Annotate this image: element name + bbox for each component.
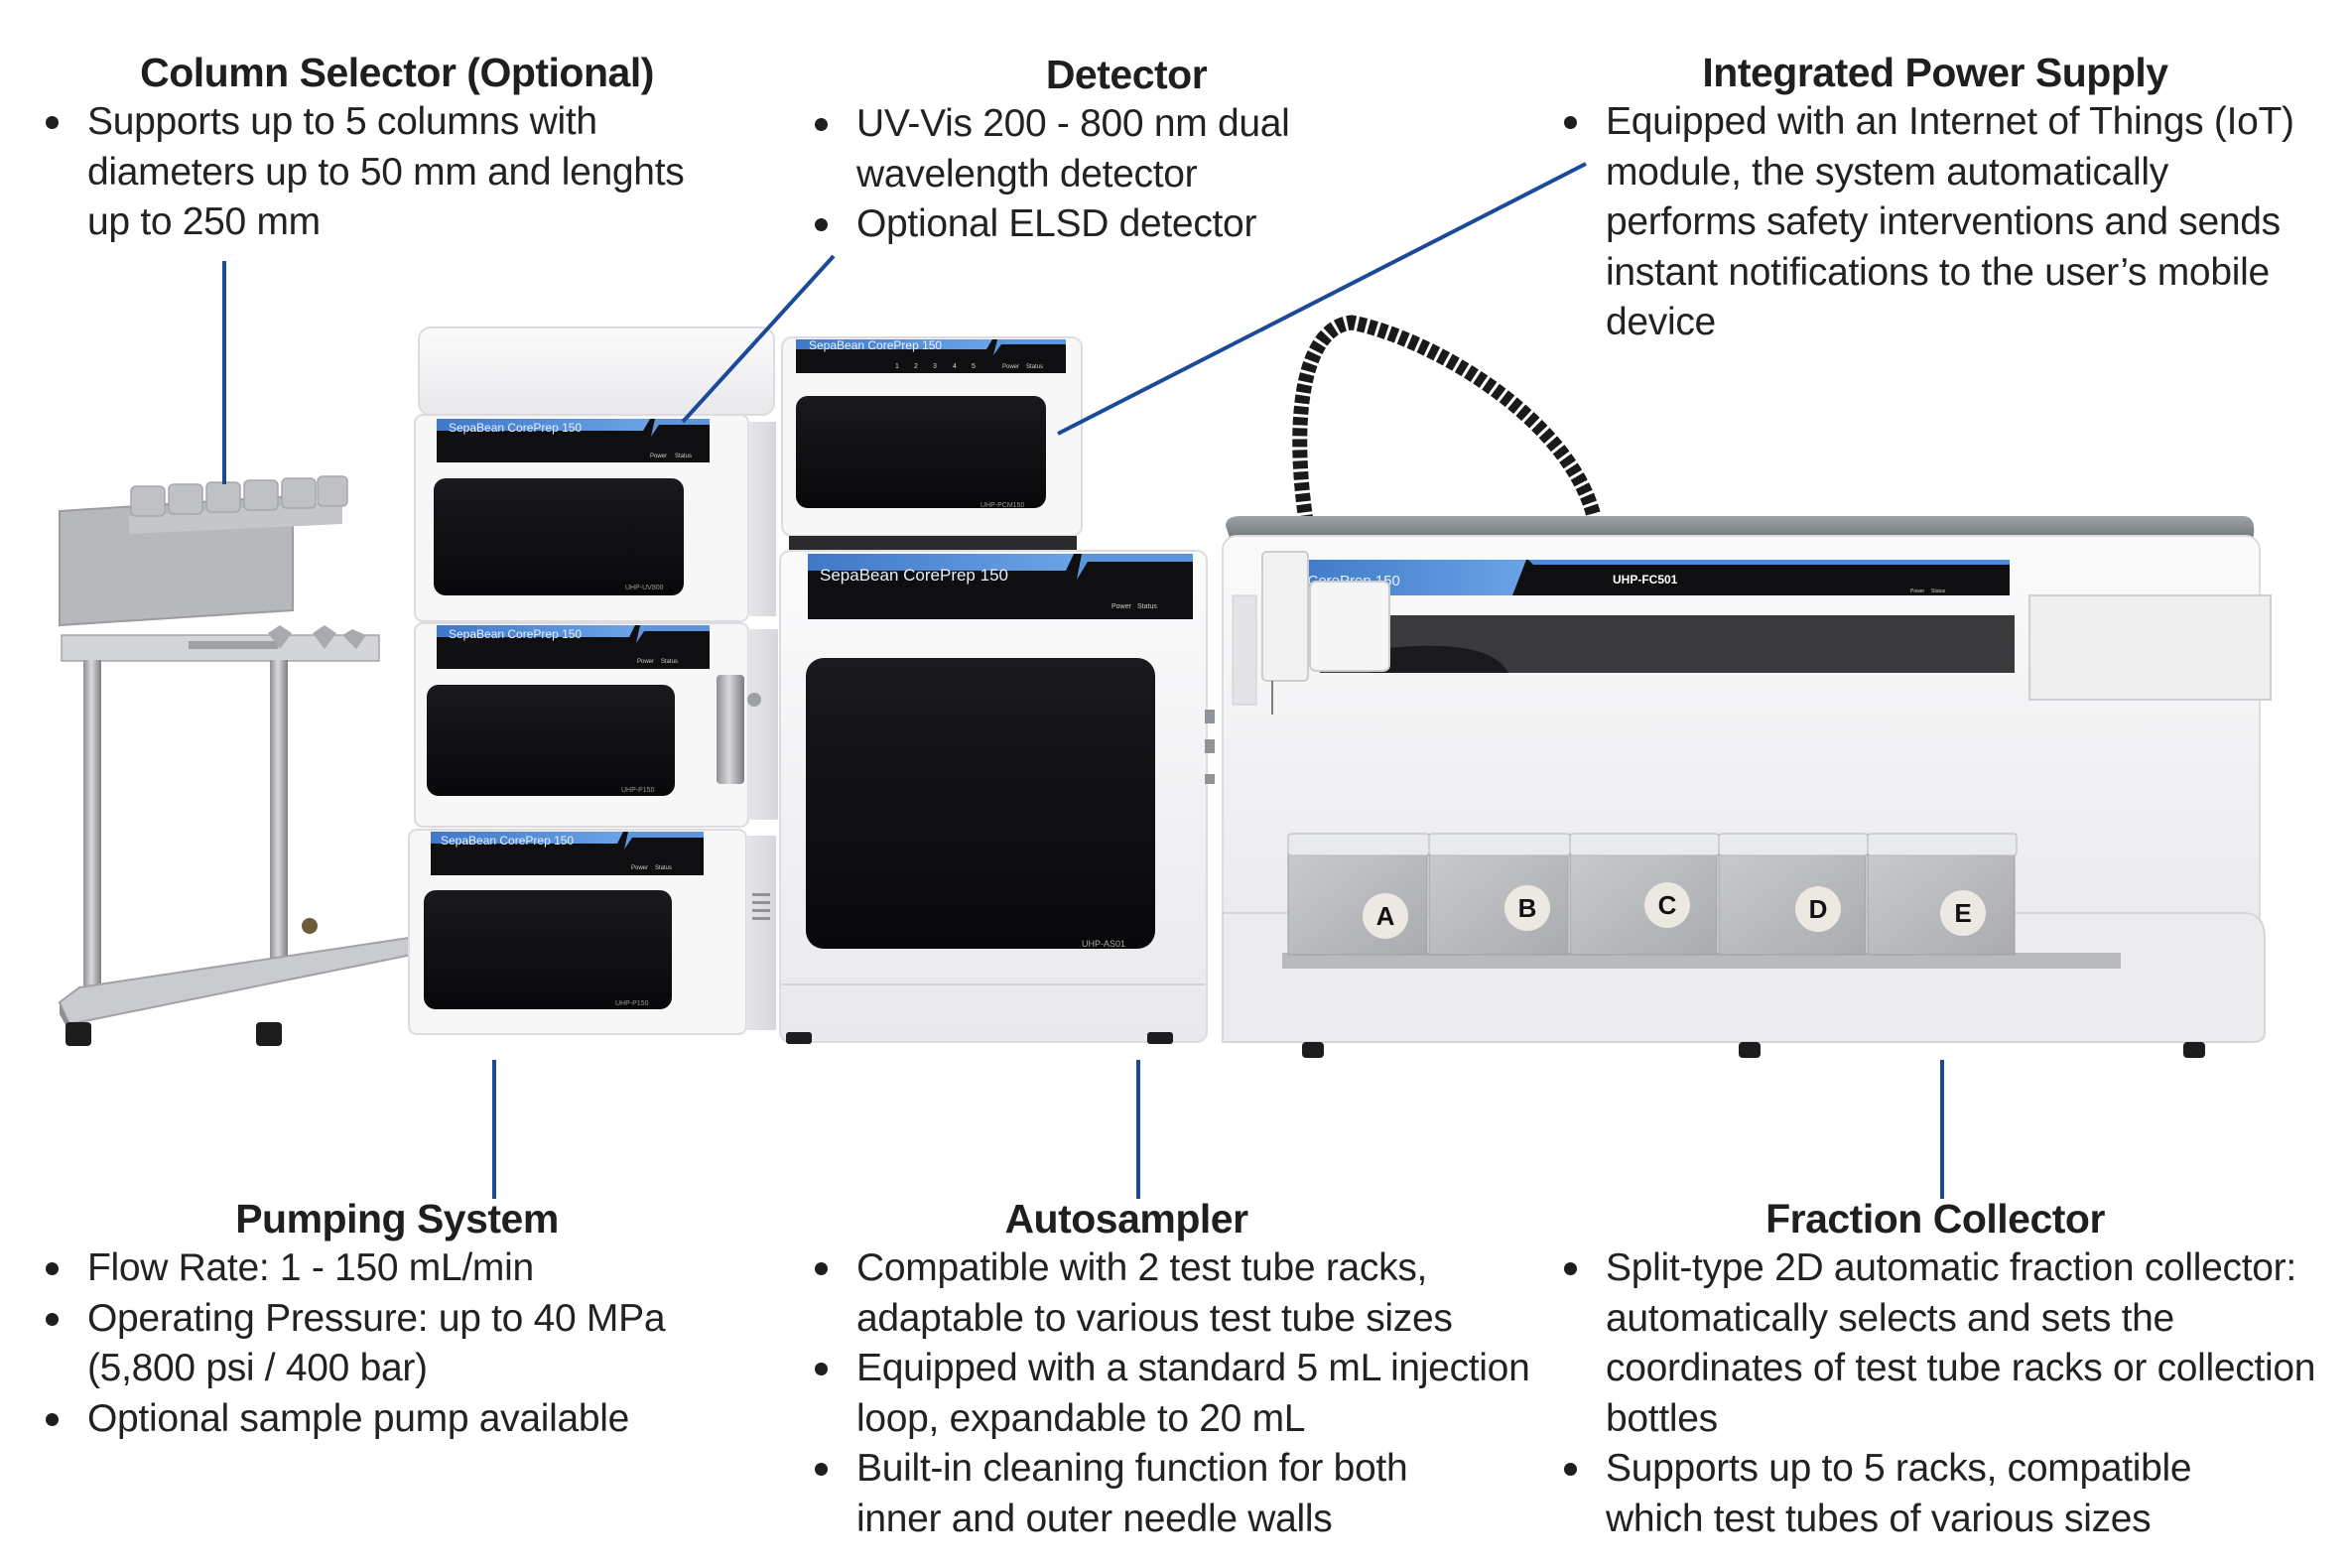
brand-label: SepaBean CorePrep 150 [449, 627, 582, 641]
callout-autosampler: Autosampler Compatible with 2 test tube … [809, 1194, 1530, 1544]
rack-a: A [1287, 833, 1430, 956]
detector-uv800-module: SepaBean CorePrep 150 Power Status UHP-U… [414, 327, 776, 622]
callout-bullets: Flow Rate: 1 - 150 mL/min Operating Pres… [40, 1243, 754, 1444]
pump-top-module: SepaBean CorePrep 150 Power Status UHP-P… [414, 622, 789, 828]
power-control-module: SepaBean CorePrep 150 1 2 3 4 5 Power St… [781, 336, 1083, 550]
bullet-item: Built-in cleaning function for both inne… [809, 1444, 1492, 1544]
svg-text:Power: Power [650, 454, 667, 459]
channel-label: 5 [972, 363, 976, 370]
column-selector-stand [58, 475, 414, 1046]
callout-bullets: Compatible with 2 test tube racks, adapt… [809, 1243, 1530, 1544]
callout-bullets: UV-Vis 200 - 800 nm dual wavelength dete… [809, 99, 1503, 250]
brand-label: SepaBean CorePrep 150 [820, 566, 1008, 585]
callout-detector: Detector UV-Vis 200 - 800 nm dual wavele… [809, 50, 1503, 250]
callout-pumping-system: Pumping System Flow Rate: 1 - 150 mL/min… [40, 1194, 754, 1444]
svg-text:Status: Status [675, 454, 692, 459]
channel-label: 4 [953, 363, 957, 370]
svg-text:Power: Power [631, 865, 648, 871]
rack-group: A B C D [1287, 833, 2018, 956]
callout-fraction-collector: Fraction Collector Split-type 2D automat… [1558, 1194, 2332, 1544]
rack-label: D [1809, 894, 1828, 924]
rack-d: D [1718, 833, 1869, 956]
svg-text:Power: Power [1910, 588, 1925, 594]
svg-text:Status: Status [661, 659, 678, 665]
callout-bullets: Equipped with an Internet of Things (IoT… [1558, 97, 2332, 348]
svg-text:Power: Power [1002, 364, 1019, 370]
rack-c: C [1569, 833, 1720, 956]
bullet-item: Equipped with an Internet of Things (IoT… [1558, 97, 2320, 348]
callout-title: Integrated Power Supply [1702, 50, 2168, 95]
rack-label: B [1518, 893, 1537, 923]
bullet-item: Operating Pressure: up to 40 MPa (5,800 … [40, 1294, 722, 1394]
autosampler-module: SepaBean CorePrep 150 Power Status UHP-A… [779, 550, 1215, 1044]
module-model-label: UHP-AS01 [1082, 939, 1125, 949]
bullet-item: Equipped with a standard 5 mL injection … [809, 1344, 1551, 1444]
callout-bullets: Supports up to 5 columns with diameters … [40, 97, 754, 248]
fraction-collector-module: n CorePrep 150 UHP-FC501 Power Status A [1222, 315, 2272, 1058]
svg-text:Power: Power [1111, 603, 1132, 610]
leader-line-power-supply [1057, 162, 1587, 436]
module-model-label: UHP-PCM150 [980, 502, 1024, 509]
callout-title: Autosampler [1004, 1196, 1248, 1241]
callout-title: Column Selector (Optional) [140, 50, 654, 95]
rack-label: A [1376, 901, 1395, 931]
svg-text:Status: Status [655, 865, 672, 871]
bullet-item: Compatible with 2 test tube racks, adapt… [809, 1243, 1551, 1344]
leader-lines [222, 162, 1944, 1199]
callout-bullets: Split-type 2D automatic fraction collect… [1558, 1243, 2332, 1544]
bullet-item: Supports up to 5 racks, compatible which… [1558, 1444, 2281, 1544]
channel-label: 1 [895, 363, 899, 370]
channel-label: 3 [933, 363, 937, 370]
bullet-item: Supports up to 5 columns with diameters … [40, 97, 722, 248]
callout-title: Fraction Collector [1765, 1196, 2105, 1241]
module-model-label: UHP-P150 [615, 1000, 649, 1007]
callout-title: Pumping System [235, 1196, 559, 1241]
module-model-label: UHP-FC501 [1613, 573, 1678, 587]
callout-column-selector: Column Selector (Optional) Supports up t… [40, 48, 754, 248]
brand-label: SepaBean CorePrep 150 [441, 834, 574, 848]
bullet-item: Optional sample pump available [40, 1394, 754, 1445]
leader-line-detector [681, 254, 836, 424]
rack-label: C [1658, 890, 1677, 920]
module-model-label: UHP-UV800 [625, 585, 664, 591]
svg-text:Status: Status [1026, 364, 1043, 370]
svg-text:Status: Status [1137, 603, 1157, 610]
bullet-item: UV-Vis 200 - 800 nm dual wavelength dete… [809, 99, 1392, 199]
bullet-item: Flow Rate: 1 - 150 mL/min [40, 1243, 754, 1294]
callout-title: Detector [1045, 52, 1208, 97]
rack-e: E [1867, 833, 2018, 956]
bullet-item: Optional ELSD detector [809, 199, 1503, 250]
brand-label: SepaBean CorePrep 150 [809, 338, 942, 352]
callout-power-supply: Integrated Power Supply Equipped with an… [1558, 48, 2332, 348]
bullet-item: Split-type 2D automatic fraction collect… [1558, 1243, 2320, 1444]
channel-label: 2 [914, 363, 918, 370]
brand-label: SepaBean CorePrep 150 [449, 421, 582, 435]
svg-text:Status: Status [1931, 588, 1946, 594]
module-model-label: UHP-P150 [621, 787, 655, 794]
pump-bottom-module: SepaBean CorePrep 150 Power Status UHP-P… [408, 829, 776, 1035]
svg-text:Power: Power [637, 659, 654, 665]
rack-b: B [1428, 833, 1571, 956]
rack-label: E [1954, 898, 1971, 928]
